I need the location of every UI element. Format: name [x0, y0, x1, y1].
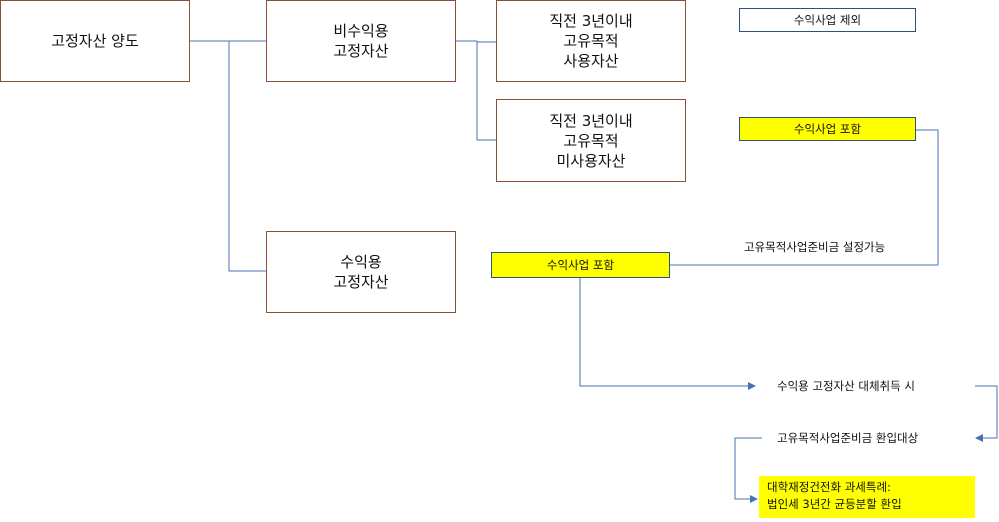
node-non-profit-fixed-asset: 비수익용 고정자산: [266, 0, 456, 82]
connector-refund-to-special: [734, 437, 762, 503]
connector-replace-to-refund: [975, 385, 998, 442]
root-node-fixed-asset-transfer: 고정자산 양도: [0, 0, 190, 82]
connector-root-branches: [190, 40, 266, 272]
tag-include-profit-business-lower: 수익사업 포함: [491, 252, 670, 278]
connector-nonprofit-branches: [455, 40, 497, 141]
node-profit-fixed-asset: 수익용 고정자산: [266, 231, 456, 313]
connector-include-to-replace: [579, 278, 756, 390]
note-university-tax-special: 대학재정건전화 과세특례: 법인세 3년간 균등분할 환입: [759, 476, 975, 518]
note-replacement-acquisition: 수익용 고정자산 대체취득 시: [777, 379, 915, 393]
connector-include-to-reserve: [670, 129, 939, 266]
node-unused-asset: 직전 3년이내 고유목적 미사용자산: [496, 99, 686, 182]
note-reserve-possible: 고유목적사업준비금 설정가능: [744, 240, 886, 254]
note-refund-target: 고유목적사업준비금 환입대상: [777, 431, 919, 445]
tag-include-profit-business-upper: 수익사업 포함: [739, 117, 916, 141]
node-used-asset: 직전 3년이내 고유목적 사용자산: [496, 0, 686, 82]
tag-exclude-profit-business: 수익사업 제외: [739, 8, 916, 32]
